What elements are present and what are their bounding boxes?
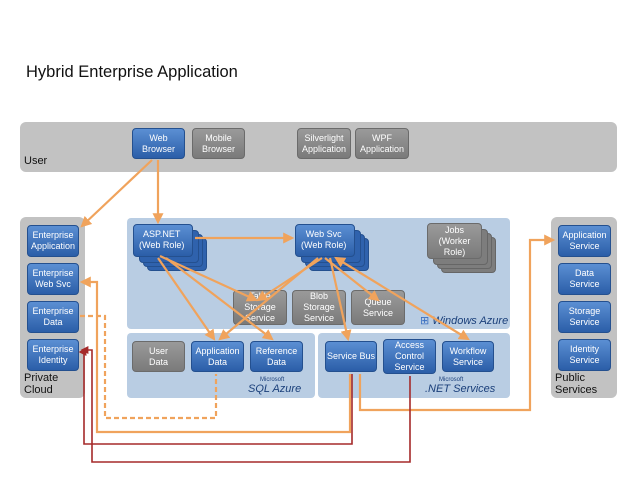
arrow-websvc-to-appdata: [218, 257, 319, 341]
storage-service: Storage Service: [558, 301, 611, 333]
arrow-aspnet-to-appdata: [157, 257, 216, 341]
arrow-aspnet-to-refdata: [165, 257, 274, 341]
arrow-browser-to-enterprise-app: [80, 159, 153, 228]
mobile-browser: Mobile Browser: [192, 128, 245, 159]
dotnet-services-logo: Microsoft .NET Services: [425, 377, 495, 395]
workflow-service: Workflow Service: [442, 341, 494, 372]
arrow-bus-to-enterprise-websvc: [79, 276, 352, 434]
websvc-web-role: Web Svc (Web Role): [295, 224, 355, 257]
access-control-service: Access Control Service: [383, 339, 436, 374]
diagram-title: Hybrid Enterprise Application: [26, 63, 238, 81]
enterprise-data: Enterprise Data: [27, 301, 79, 333]
sql-azure-logo-small: Microsoft: [260, 377, 285, 383]
identity-service: Identity Service: [558, 339, 611, 371]
reference-data: Reference Data: [250, 341, 303, 372]
sql-azure-logo-text: SQL Azure: [248, 383, 302, 395]
arrow-enterprise-data-dashed: [80, 314, 218, 420]
arrow-aspnet-to-table: [159, 255, 258, 302]
application-service: Application Service: [558, 225, 611, 257]
dotnet-logo-text: .NET Services: [425, 383, 496, 395]
enterprise-web-svc: Enterprise Web Svc: [27, 263, 79, 295]
arrow-websvc-to-workflow: [334, 256, 470, 341]
arrow-acs-to-enterprise-identity: [80, 346, 411, 463]
web-browser: Web Browser: [132, 128, 185, 159]
user-data: User Data: [132, 341, 185, 372]
arrow-websvc-to-table: [256, 257, 323, 302]
service-bus: Service Bus: [325, 341, 377, 372]
arrow-bus-to-public-app: [358, 234, 556, 412]
application-data: Application Data: [191, 341, 244, 372]
sql-azure-logo: Microsoft SQL Azure: [248, 377, 301, 395]
user-region-label: User: [24, 155, 48, 167]
silverlight-application: Silverlight Application: [297, 128, 351, 159]
dotnet-logo-small: Microsoft: [439, 377, 464, 383]
wpf-application: WPF Application: [355, 128, 409, 159]
private-cloud-label: Private Cloud: [24, 372, 59, 396]
aspnet-web-role: ASP.NET (Web Role): [133, 224, 193, 257]
public-services-label: Public Services: [555, 372, 598, 396]
enterprise-application: Enterprise Application: [27, 225, 79, 257]
data-service: Data Service: [558, 263, 611, 295]
enterprise-identity: Enterprise Identity: [27, 339, 79, 371]
